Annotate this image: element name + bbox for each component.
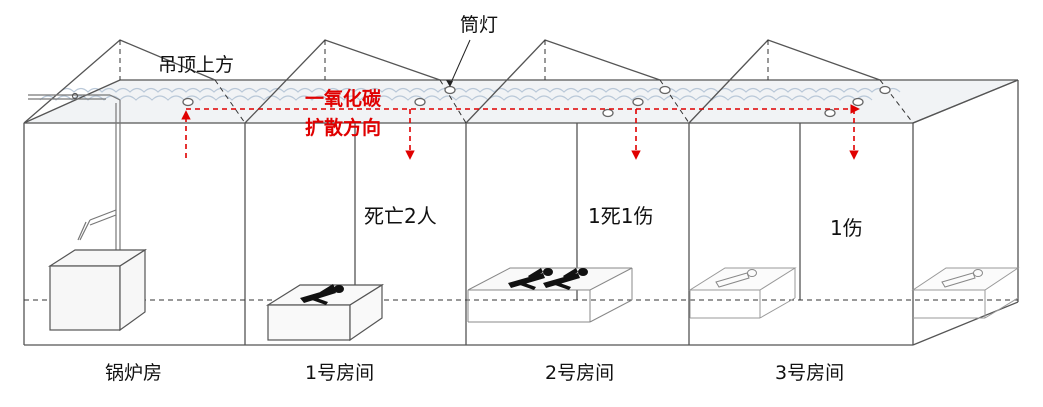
person-figure-dead — [508, 268, 553, 290]
room-label-room2: 2号房间 — [545, 362, 615, 384]
bed-room3 — [688, 267, 797, 319]
casualty-label-room1: 死亡2人 — [364, 204, 437, 228]
bed-room4 — [911, 267, 1020, 319]
ceiling-plane — [24, 80, 1018, 123]
smoke-clouds — [39, 87, 901, 101]
room-label-room3: 3号房间 — [775, 362, 845, 384]
bed-room2 — [467, 267, 633, 323]
casualty-label-room3: 1伤 — [830, 216, 863, 240]
person-figure-injured — [543, 268, 588, 290]
person-figure-dead — [300, 284, 344, 305]
lamp-pointer-line — [449, 39, 471, 86]
boiler-box — [47, 248, 148, 332]
person-outline-empty — [941, 269, 983, 288]
co-direction-label-line2: 扩散方向 — [305, 117, 382, 139]
person-outline-empty — [715, 269, 757, 288]
lamp-label: 筒灯 — [460, 14, 499, 36]
hidden-dashed-lines — [24, 40, 1018, 301]
lamp-pointer-arrow — [446, 80, 453, 87]
co-diffusion-arrows — [181, 104, 860, 160]
boiler-flue-pipe — [28, 92, 121, 250]
downlight-lamp — [182, 85, 891, 118]
casualty-label-room2: 1死1伤 — [588, 204, 654, 228]
room-label-boiler: 锅炉房 — [105, 362, 163, 384]
room-label-room1: 1号房间 — [305, 362, 375, 384]
ceiling-label: 吊顶上方 — [158, 54, 235, 76]
co-direction-label-line1: 一氧化碳 — [305, 88, 382, 110]
